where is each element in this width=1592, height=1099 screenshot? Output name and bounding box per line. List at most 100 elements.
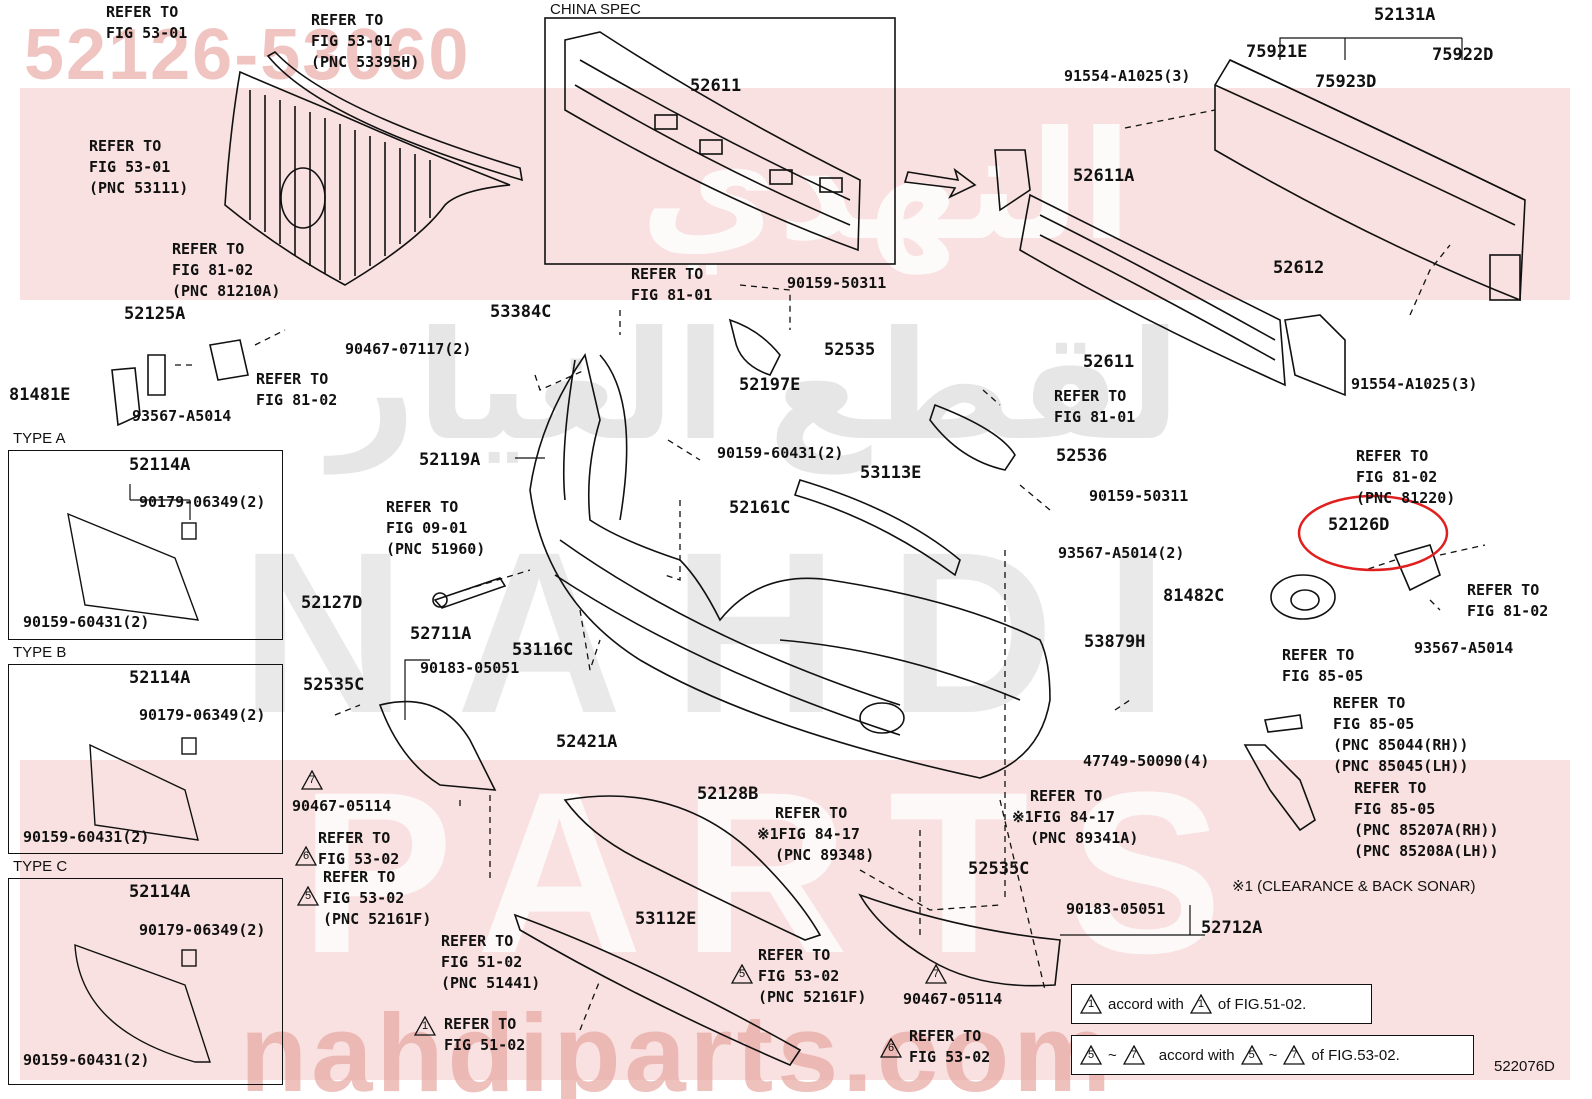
- part-75923D[interactable]: 75923D: [1315, 72, 1377, 92]
- part-52127D[interactable]: 52127D: [301, 593, 363, 613]
- part-52536[interactable]: 52536: [1056, 446, 1108, 466]
- type-b-part-90179[interactable]: 90179-06349(2): [139, 706, 266, 724]
- part-53384C[interactable]: 53384C: [490, 302, 552, 322]
- part-47749[interactable]: 47749-50090(4): [1083, 752, 1210, 770]
- part-90467-05114-left[interactable]: 90467-05114: [292, 797, 392, 815]
- type-a-part-90179[interactable]: 90179-06349(2): [139, 493, 266, 511]
- part-52131A[interactable]: 52131A: [1374, 5, 1436, 25]
- legend-box-2: 5 ~ 7 accord with 5 ~ 7 of FIG.53-02.: [1071, 1035, 1474, 1075]
- part-52125A[interactable]: 52125A: [124, 304, 186, 324]
- part-91554-top[interactable]: 91554-A1025(3): [1064, 67, 1191, 85]
- part-52611-top[interactable]: 52611: [690, 76, 742, 96]
- type-b-part-90159[interactable]: 90159-60431(2): [23, 828, 150, 846]
- type-c-part-90159[interactable]: 90159-60431(2): [23, 1051, 150, 1069]
- bracket-52611A-drawing: [994, 149, 1031, 212]
- part-90183-05051-left[interactable]: 90183-05051: [420, 659, 520, 677]
- part-52421A[interactable]: 52421A: [556, 732, 618, 752]
- type-a-part-52114A[interactable]: 52114A: [129, 455, 191, 475]
- type-b-part-52114A[interactable]: 52114A: [129, 668, 191, 688]
- part-52126D[interactable]: 52126D: [1328, 515, 1390, 535]
- part-93567-right[interactable]: 93567-A5014: [1414, 639, 1514, 657]
- refer-r14[interactable]: REFER TO※1FIG 84-17(PNC 89348): [757, 804, 875, 864]
- energy-absorber-drawing: [1019, 193, 1286, 387]
- type-a-box: [8, 450, 283, 640]
- part-90159-50311-top[interactable]: 90159-50311: [787, 274, 887, 292]
- china-spec-box: [544, 17, 896, 265]
- part-81481E[interactable]: 81481E: [9, 385, 71, 405]
- legend-1-text-b: of FIG.51-02.: [1217, 995, 1307, 1013]
- part-52535C-left[interactable]: 52535C: [303, 675, 365, 695]
- part-52611-bottom[interactable]: 52611: [1083, 352, 1135, 372]
- part-91554-bottom[interactable]: 91554-A1025(3): [1351, 375, 1478, 393]
- marker-triangle-7a: 7: [301, 770, 323, 790]
- part-52612-drawing: [1284, 314, 1346, 397]
- part-90159-60431[interactable]: 90159-60431(2): [717, 444, 844, 462]
- marker-triangle-5a: 5: [297, 886, 319, 906]
- bracket-85207-drawing: [1243, 744, 1316, 832]
- bracket-52126D-drawing: [1393, 544, 1441, 592]
- part-52119A[interactable]: 52119A: [419, 450, 481, 470]
- bracket-52536-drawing: [929, 403, 1016, 471]
- watermark-brand-arabic: النهدي: [640, 102, 1133, 270]
- part-53113E[interactable]: 53113E: [860, 463, 922, 483]
- part-53112E[interactable]: 53112E: [635, 909, 697, 929]
- part-52712A[interactable]: 52712A: [1201, 918, 1263, 938]
- part-52128B[interactable]: 52128B: [697, 784, 759, 804]
- part-93567-left[interactable]: 93567-A5014: [132, 407, 232, 425]
- china-spec-label: CHINA SPEC: [550, 1, 641, 18]
- part-81482C[interactable]: 81482C: [1163, 586, 1225, 606]
- grille-molding-drawing: [266, 50, 523, 182]
- grille-drawing: [224, 70, 511, 286]
- part-52535C-right[interactable]: 52535C: [968, 859, 1030, 879]
- part-75922D[interactable]: 75922D: [1432, 45, 1494, 65]
- diagram-code: 522076D: [1494, 1058, 1555, 1075]
- part-52612[interactable]: 52612: [1273, 258, 1325, 278]
- plate-c-drawing: [74, 943, 211, 1063]
- part-90183-05051-right[interactable]: 90183-05051: [1066, 900, 1166, 918]
- part-52711A[interactable]: 52711A: [410, 624, 472, 644]
- part-52161C[interactable]: 52161C: [729, 498, 791, 518]
- part-93567-A5014-2[interactable]: 93567-A5014(2): [1058, 544, 1185, 562]
- part-90467-07117[interactable]: 90467-07117(2): [345, 340, 472, 358]
- part-53879H[interactable]: 53879H: [1084, 632, 1146, 652]
- bumper-cover-drawing: [529, 353, 1051, 779]
- type-a-part-90159[interactable]: 90159-60431(2): [23, 613, 150, 631]
- part-53116C[interactable]: 53116C: [512, 640, 574, 660]
- part-75921E[interactable]: 75921E: [1246, 42, 1308, 62]
- part-52197E[interactable]: 52197E: [739, 375, 801, 395]
- type-c-part-90179[interactable]: 90179-06349(2): [139, 921, 266, 939]
- legend-2-text-b: of FIG.53-02.: [1311, 1046, 1400, 1064]
- absorber-53113E-drawing: [793, 479, 961, 577]
- part-90467-05114-right[interactable]: 90467-05114: [903, 990, 1003, 1008]
- part-52611A[interactable]: 52611A: [1073, 166, 1135, 186]
- part-52535[interactable]: 52535: [824, 340, 876, 360]
- type-c-part-52114A[interactable]: 52114A: [129, 882, 191, 902]
- type-b-label: TYPE B: [13, 644, 67, 661]
- part-81481E-drawing: [111, 367, 141, 427]
- refer-r15[interactable]: REFER TO※1FIG 84-17(PNC 89341A): [1012, 787, 1139, 847]
- lower-cover-left-drawing: [378, 700, 497, 791]
- arrow-drawing: [903, 167, 977, 199]
- part-90159-50311-mid[interactable]: 90159-50311: [1089, 487, 1189, 505]
- marker-triangle-7b: 7: [925, 964, 947, 984]
